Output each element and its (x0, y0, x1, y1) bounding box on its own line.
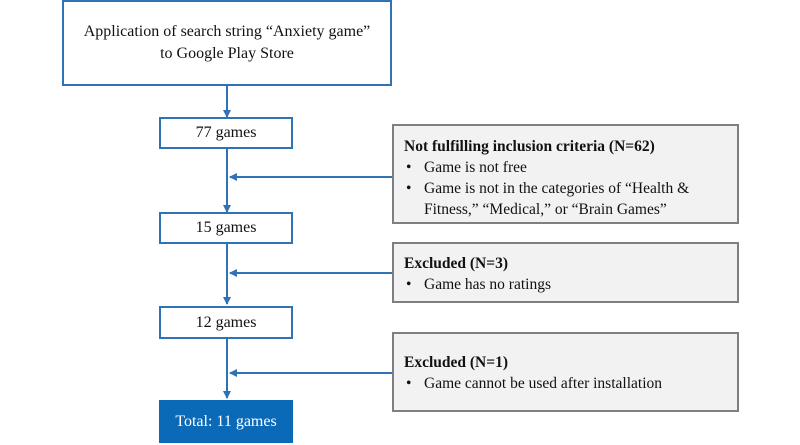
games-12-box: 12 games (159, 306, 293, 339)
exclusion-bullet: Game is not in the categories of “Health… (404, 179, 727, 221)
exclusion-box-no-ratings: Excluded (N=3) Game has no ratings (392, 242, 739, 303)
exclusion-box-unusable: Excluded (N=1) Game cannot be used after… (392, 332, 739, 412)
total-games-label: Total: 11 games (175, 412, 277, 430)
games-12-label: 12 games (195, 313, 257, 331)
exclusion-bullet: Game has no ratings (404, 275, 727, 296)
games-77-label: 77 games (195, 124, 257, 142)
games-15-label: 15 games (195, 219, 257, 237)
games-77-box: 77 games (159, 117, 293, 149)
search-step-line2: to Google Play Store (160, 45, 294, 62)
total-games-box: Total: 11 games (159, 400, 293, 443)
exclusion-bullet: Game is not free (404, 158, 727, 179)
search-step-box: Application of search string “Anxiety ga… (62, 0, 392, 86)
exclusion-box-inclusion-criteria: Not fulfilling inclusion criteria (N=62)… (392, 124, 739, 224)
exclusion-list: Game is not free Game is not in the cate… (404, 158, 727, 221)
search-step-line1: Application of search string “Anxiety ga… (83, 23, 371, 41)
exclusion-title: Not fulfilling inclusion criteria (N=62) (404, 138, 655, 155)
games-15-box: 15 games (159, 212, 293, 244)
exclusion-title: Excluded (N=3) (404, 255, 508, 272)
search-step-text: Application of search string “Anxiety ga… (84, 21, 371, 64)
exclusion-title: Excluded (N=1) (404, 354, 508, 371)
exclusion-list: Game has no ratings (404, 275, 727, 296)
exclusion-bullet: Game cannot be used after installation (404, 374, 727, 395)
exclusion-list: Game cannot be used after installation (404, 374, 727, 395)
